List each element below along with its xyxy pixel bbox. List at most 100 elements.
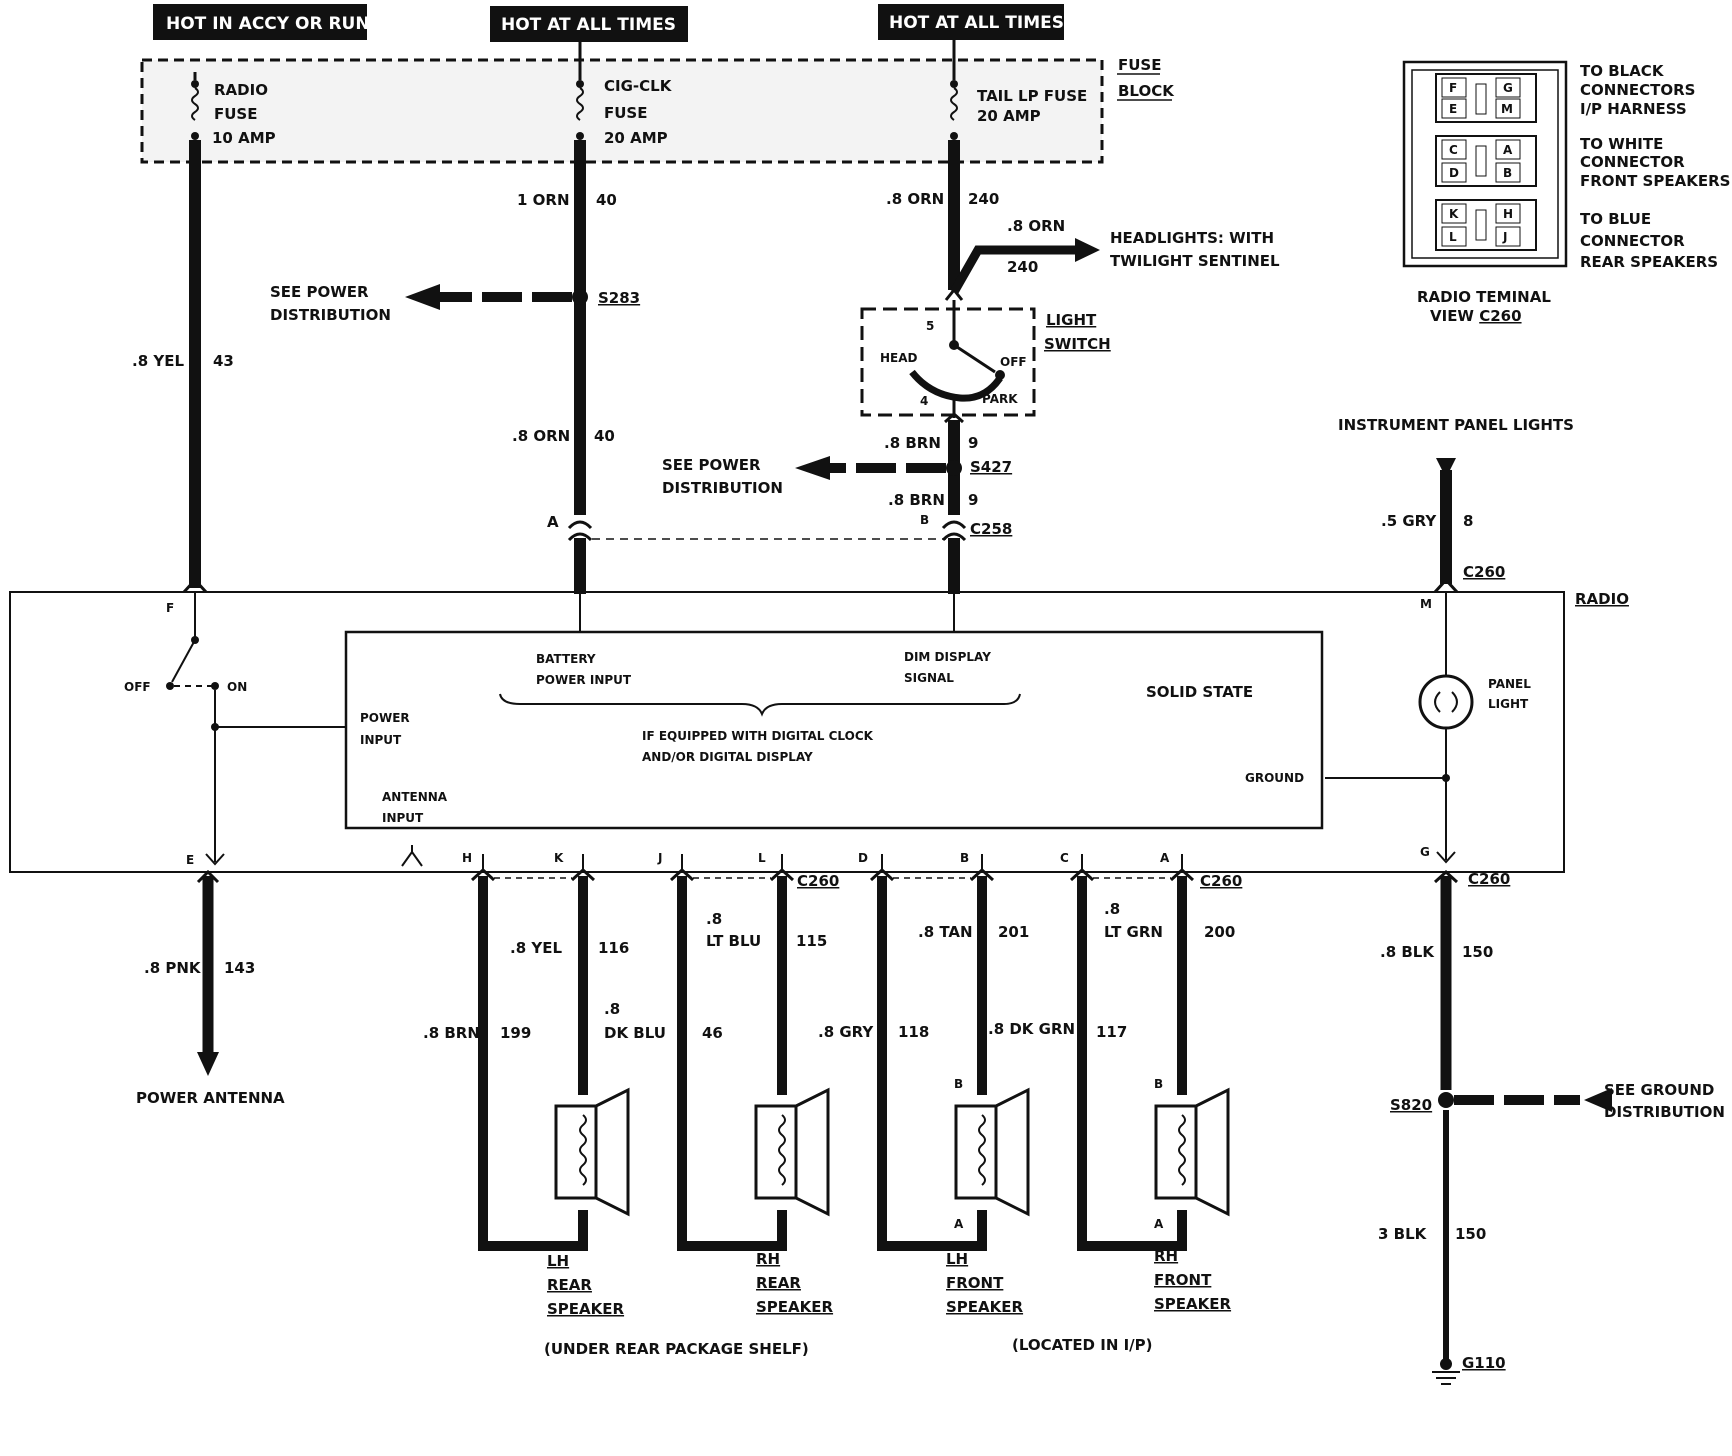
svg-text:.8 YEL: .8 YEL xyxy=(510,939,562,957)
svg-text:201: 201 xyxy=(998,923,1029,941)
rh-rear-speaker: C260 46 .8 LT BLU 115 RH REAR SPEAKER xyxy=(669,854,839,1316)
svg-text:S427: S427 xyxy=(970,458,1012,476)
svg-text:.8 PNK: .8 PNK xyxy=(144,959,202,977)
svg-text:INPUT: INPUT xyxy=(360,733,402,747)
svg-text:.8: .8 xyxy=(706,910,722,928)
svg-text:OFF: OFF xyxy=(124,680,151,694)
wire-150: C260 .8 BLK 150 S820 SEE GROUND DISTRIBU… xyxy=(1378,869,1725,1385)
svg-text:.8 TAN: .8 TAN xyxy=(918,923,973,941)
svg-text:C260: C260 xyxy=(1200,872,1242,890)
svg-text:POWER ANTENNA: POWER ANTENNA xyxy=(136,1089,285,1107)
speaker-notes: (UNDER REAR PACKAGE SHELF) (LOCATED IN I… xyxy=(544,1336,1153,1358)
wire-40: 1 ORN 40 S283 SEE POWER DISTRIBUTION .8 … xyxy=(270,140,946,594)
svg-text:A: A xyxy=(1503,143,1513,157)
svg-text:C260: C260 xyxy=(1463,563,1505,581)
svg-text:PARK: PARK xyxy=(982,392,1018,406)
lh-front-speaker: .8 GRY 118 .8 TAN 201 .8 DK GRN B A LH F… xyxy=(818,854,1075,1316)
svg-text:J: J xyxy=(657,851,662,865)
svg-text:FUSE: FUSE xyxy=(604,104,647,122)
svg-text:INPUT: INPUT xyxy=(382,811,424,825)
svg-text:240: 240 xyxy=(1007,258,1038,276)
svg-text:ON: ON xyxy=(227,680,247,694)
svg-text:RADIO TEMINAL: RADIO TEMINAL xyxy=(1417,288,1551,306)
svg-text:.8 DK GRN: .8 DK GRN xyxy=(988,1020,1075,1038)
svg-text:HEAD: HEAD xyxy=(880,351,918,365)
terminal-view: F G E M C A D B K H L J RADIO TEMINAL VI… xyxy=(1402,60,1730,325)
svg-text:.8 BLK: .8 BLK xyxy=(1380,943,1435,961)
svg-text:G: G xyxy=(1420,845,1430,859)
svg-text:REAR SPEAKERS: REAR SPEAKERS xyxy=(1580,253,1718,271)
svg-text:C258: C258 xyxy=(970,520,1012,538)
svg-text:OFF: OFF xyxy=(1000,355,1027,369)
svg-text:.8: .8 xyxy=(604,1000,620,1018)
svg-text:B: B xyxy=(1154,1077,1163,1091)
svg-text:I/P HARNESS: I/P HARNESS xyxy=(1580,100,1687,118)
svg-text:LIGHT: LIGHT xyxy=(1488,697,1529,711)
svg-text:FRONT: FRONT xyxy=(946,1274,1004,1292)
svg-text:5: 5 xyxy=(926,319,934,333)
svg-text:D: D xyxy=(1449,166,1459,180)
svg-text:150: 150 xyxy=(1455,1225,1486,1243)
svg-text:C260: C260 xyxy=(797,872,839,890)
svg-text:3 BLK: 3 BLK xyxy=(1378,1225,1428,1243)
svg-text:C: C xyxy=(1449,143,1458,157)
svg-text:(LOCATED IN I/P): (LOCATED IN I/P) xyxy=(1012,1336,1153,1354)
svg-text:H: H xyxy=(462,851,472,865)
svg-text:199: 199 xyxy=(500,1024,531,1042)
svg-text:FUSE: FUSE xyxy=(214,105,257,123)
svg-text:20 AMP: 20 AMP xyxy=(977,107,1041,125)
svg-text:AND/OR DIGITAL DISPLAY: AND/OR DIGITAL DISPLAY xyxy=(642,750,813,764)
rh-front-speaker: C260 117 .8 LT GRN 200 B A RH FRONT SPEA… xyxy=(1069,854,1242,1313)
svg-text:RADIO: RADIO xyxy=(1575,590,1629,608)
lh-rear-speaker: .8 BRN 199 .8 YEL 116 .8 DK BLU LH REAR … xyxy=(423,854,666,1318)
svg-text:150: 150 xyxy=(1462,943,1493,961)
svg-text:RH: RH xyxy=(756,1250,780,1268)
svg-text:LIGHT: LIGHT xyxy=(1046,311,1097,329)
svg-text:C: C xyxy=(1060,851,1069,865)
svg-text:E: E xyxy=(186,853,194,867)
svg-text:115: 115 xyxy=(796,932,827,950)
svg-text:LH: LH xyxy=(547,1252,569,1270)
svg-text:TAIL LP FUSE: TAIL LP FUSE xyxy=(977,87,1087,105)
wire-8: INSTRUMENT PANEL LIGHTS .5 GRY 8 C260 xyxy=(1338,416,1574,594)
svg-text:200: 200 xyxy=(1204,923,1235,941)
svg-text:LT BLU: LT BLU xyxy=(706,932,761,950)
svg-text:46: 46 xyxy=(702,1024,723,1042)
svg-text:118: 118 xyxy=(898,1023,929,1041)
svg-text:20 AMP: 20 AMP xyxy=(604,129,668,147)
svg-text:DISTRIBUTION: DISTRIBUTION xyxy=(270,306,391,324)
svg-text:G: G xyxy=(1503,81,1513,95)
wire-9: .8 BRN 9 S427 SEE POWER DISTRIBUTION .8 … xyxy=(662,420,1012,594)
svg-text:.8 BRN: .8 BRN xyxy=(884,434,941,452)
svg-text:9: 9 xyxy=(968,491,978,509)
svg-text:.8 BRN: .8 BRN xyxy=(423,1024,480,1042)
svg-text:43: 43 xyxy=(213,352,234,370)
svg-text:10 AMP: 10 AMP xyxy=(212,129,276,147)
svg-text:(UNDER REAR PACKAGE SHELF): (UNDER REAR PACKAGE SHELF) xyxy=(544,1340,809,1358)
svg-text:B: B xyxy=(920,513,929,527)
wire-43: .8 YEL 43 xyxy=(132,140,234,594)
svg-text:DK BLU: DK BLU xyxy=(604,1024,666,1042)
svg-text:.8 ORN: .8 ORN xyxy=(886,190,944,208)
wire-143: .8 PNK 143 POWER ANTENNA xyxy=(136,869,285,1107)
svg-text:A: A xyxy=(954,1217,964,1231)
svg-text:CONNECTOR: CONNECTOR xyxy=(1580,153,1685,171)
svg-text:SEE POWER: SEE POWER xyxy=(662,456,761,474)
svg-text:TO WHITE: TO WHITE xyxy=(1580,135,1663,153)
header-hot-all-times-1: HOT AT ALL TIMES xyxy=(490,6,688,42)
solid-state-box: BATTERY POWER INPUT DIM DISPLAY SIGNAL S… xyxy=(344,630,1324,867)
svg-text:TO BLUE: TO BLUE xyxy=(1580,210,1651,228)
svg-text:F: F xyxy=(1449,81,1457,95)
svg-text:POWER INPUT: POWER INPUT xyxy=(536,673,632,687)
svg-text:SPEAKER: SPEAKER xyxy=(946,1298,1024,1316)
svg-text:.8 ORN: .8 ORN xyxy=(1007,217,1065,235)
svg-text:LT GRN: LT GRN xyxy=(1104,923,1163,941)
svg-text:CONNECTORS: CONNECTORS xyxy=(1580,81,1695,99)
svg-text:4: 4 xyxy=(920,394,928,408)
svg-text:M: M xyxy=(1501,102,1513,116)
svg-text:A: A xyxy=(547,513,559,531)
header-hot-accy: HOT IN ACCY OR RUN xyxy=(153,4,370,40)
svg-text:40: 40 xyxy=(594,427,615,445)
svg-text:CIG-CLK: CIG-CLK xyxy=(604,77,673,95)
svg-text:INSTRUMENT PANEL LIGHTS: INSTRUMENT PANEL LIGHTS xyxy=(1338,416,1574,434)
